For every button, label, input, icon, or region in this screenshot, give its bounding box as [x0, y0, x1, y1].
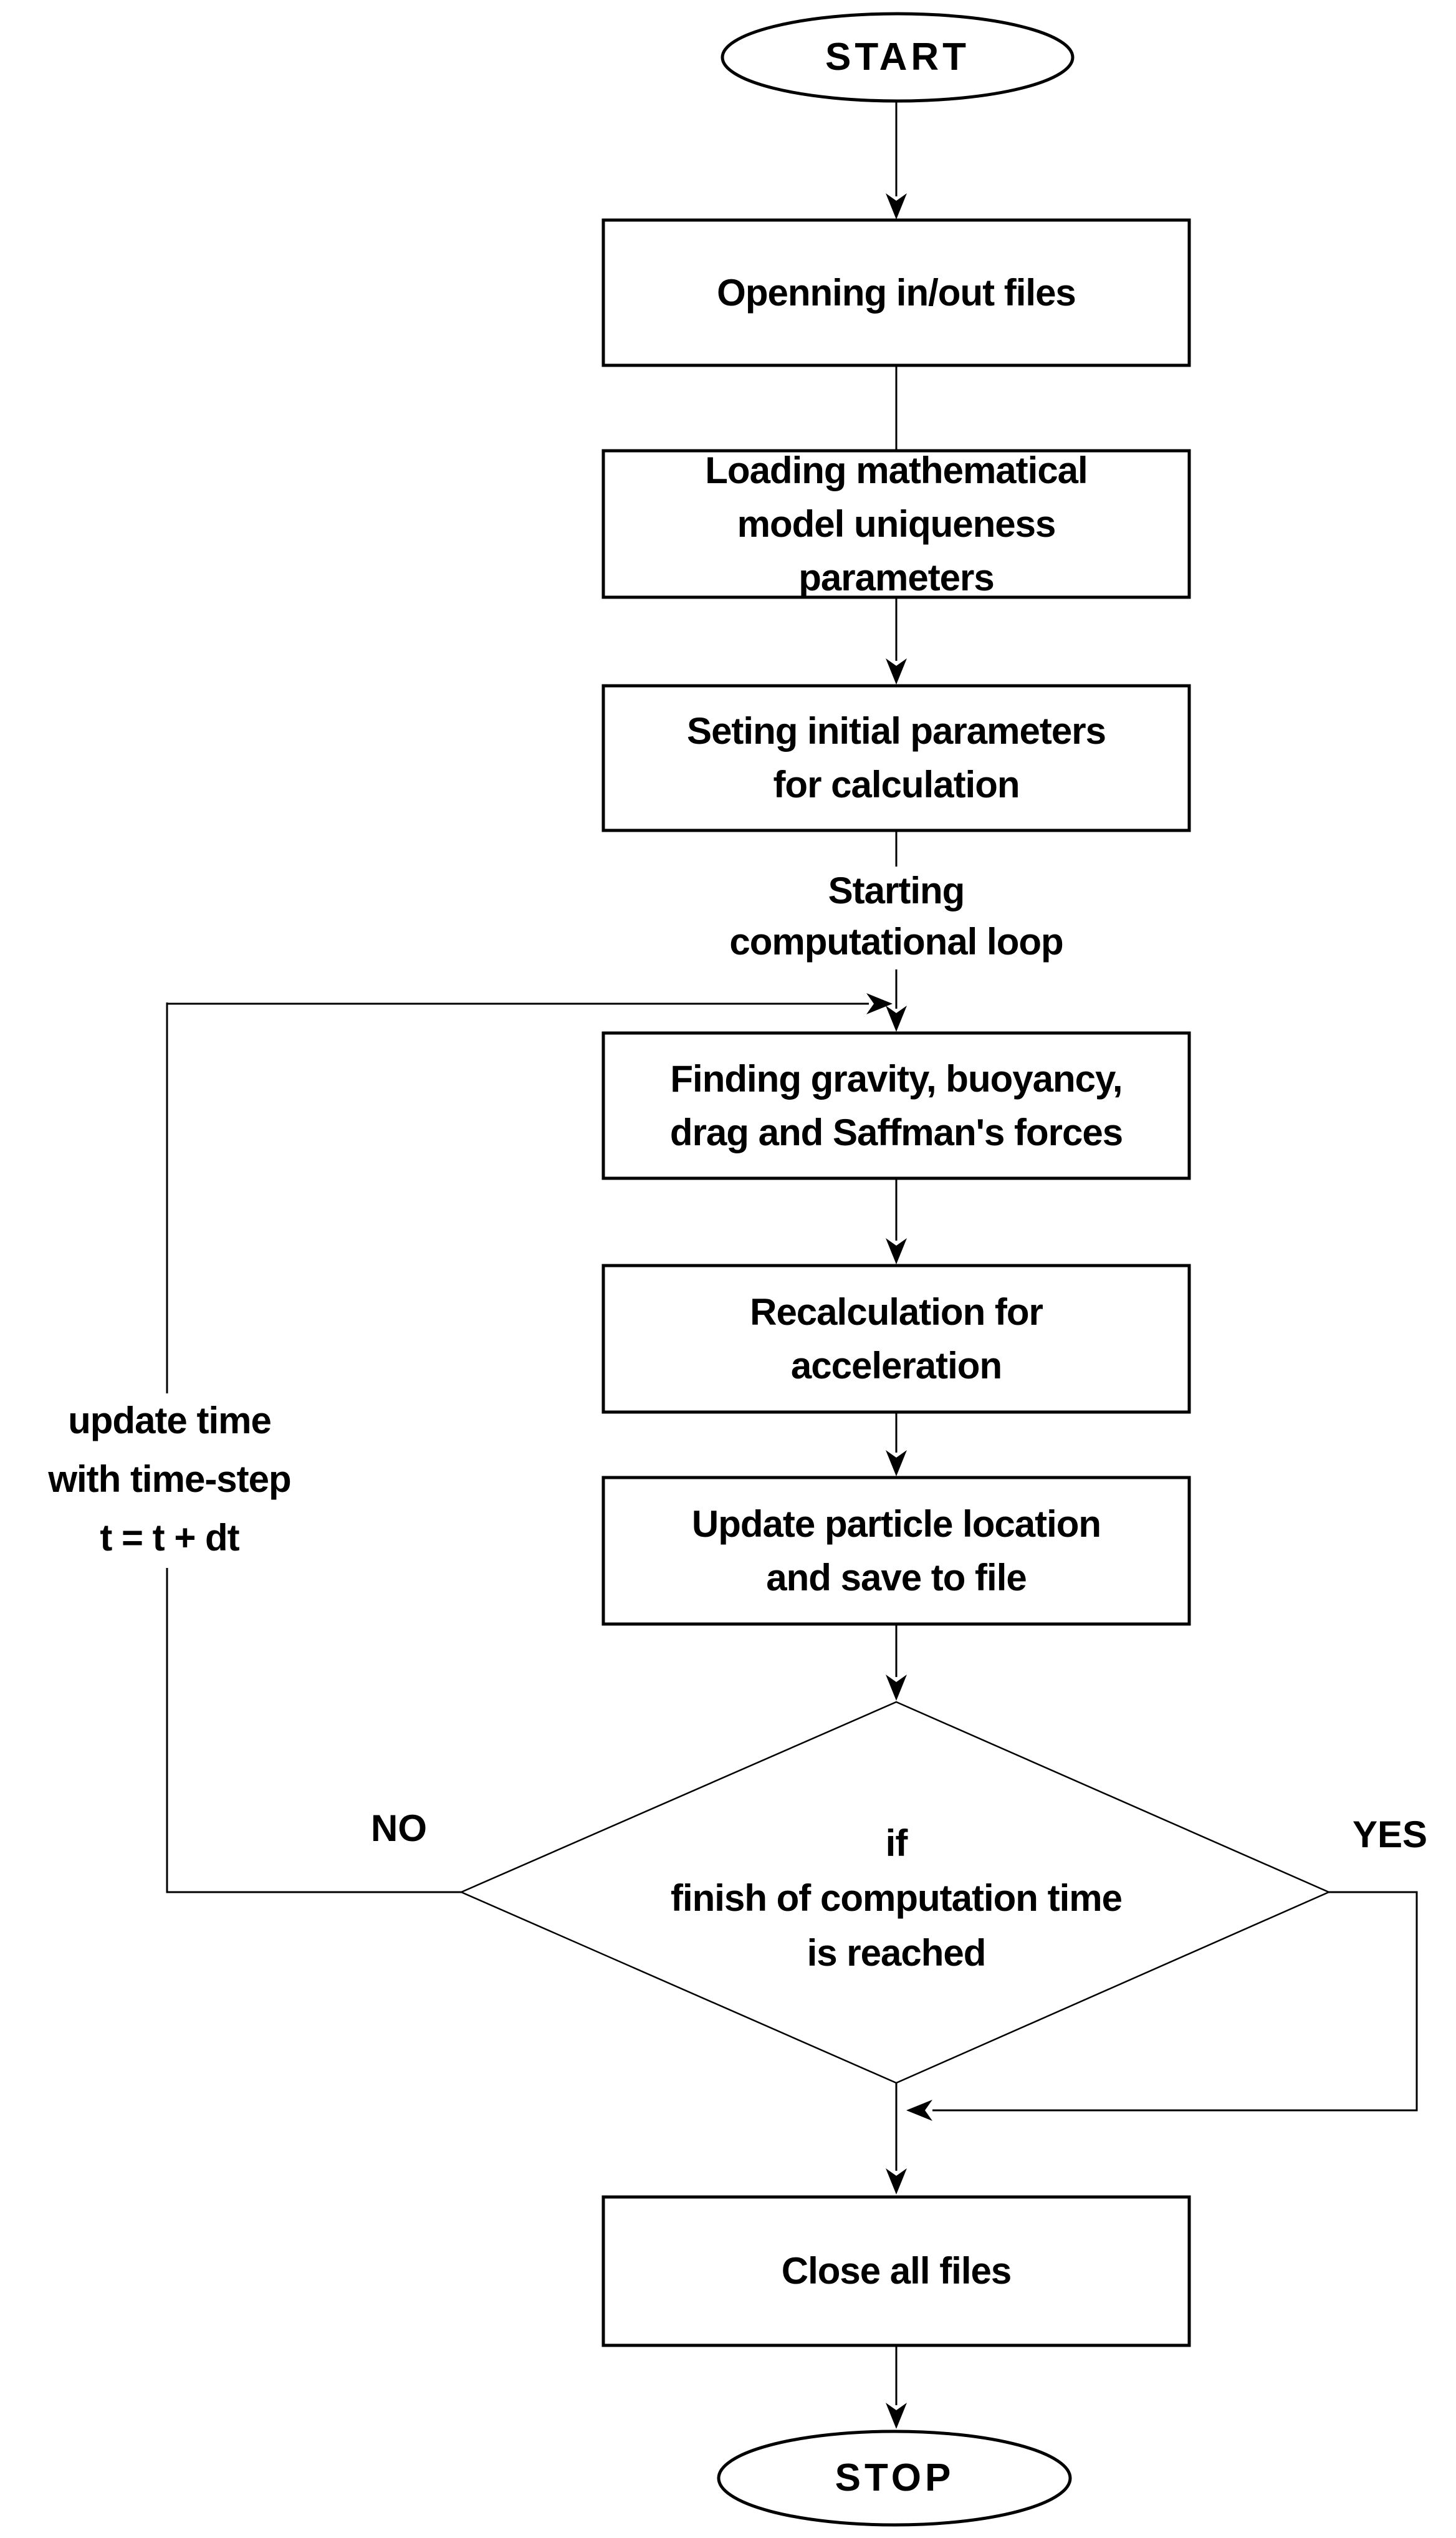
process-close-files-label: Close all files: [781, 2250, 1012, 2292]
arrowhead-down-icon: [886, 1238, 907, 1264]
process-load-parameters-shape: [601, 449, 1191, 599]
process-set-initial-shape: [601, 684, 1191, 832]
branch-no-label: NO: [371, 1807, 427, 1849]
process-open-files-label: Openning in/out files: [717, 271, 1076, 314]
start-terminator-shape: [721, 12, 1075, 103]
stop-terminator-shape: [717, 2430, 1072, 2527]
arrowhead-left-icon: [906, 2100, 932, 2121]
process-recalculation-label: Recalculation for acceleration: [750, 1291, 1043, 1387]
arrowhead-down-icon: [886, 1450, 907, 1476]
process-update-location-shape: [601, 1476, 1191, 1626]
connector-no-branch-bottom: [166, 1568, 461, 1893]
process-set-initial-label: Seting initial parameters for calculatio…: [687, 710, 1106, 805]
process-update-location-label: Update particle location and save to fil…: [691, 1502, 1101, 1598]
loop-start-label: Starting computational loop: [729, 870, 1063, 963]
connector-yes-branch: [932, 1891, 1418, 2112]
update-time-annotation: update time with time-step t = t + dt: [48, 1399, 291, 1559]
arrowhead-right-icon: [866, 993, 893, 1014]
start-terminator-label: START: [825, 36, 970, 79]
arrowhead-down-icon: [886, 1675, 907, 1701]
arrowhead-down-icon: [886, 193, 907, 219]
process-open-files-shape: [601, 218, 1191, 367]
process-load-parameters-label: Loading mathematical model uniqueness pa…: [705, 449, 1088, 598]
process-find-forces-label: Finding gravity, buoyancy, drag and Saff…: [669, 1057, 1123, 1153]
arrowhead-down-icon: [886, 2403, 907, 2429]
process-close-files-shape: [601, 2195, 1191, 2347]
branch-yes-label: YES: [1352, 1813, 1428, 1855]
decision-diamond-label: if finish of computation time is reached: [671, 1822, 1123, 1974]
arrowhead-down-icon: [886, 2168, 907, 2194]
arrowhead-down-icon: [886, 658, 907, 685]
stop-terminator-label: STOP: [835, 2456, 955, 2499]
arrowhead-down-icon: [886, 1006, 907, 1032]
